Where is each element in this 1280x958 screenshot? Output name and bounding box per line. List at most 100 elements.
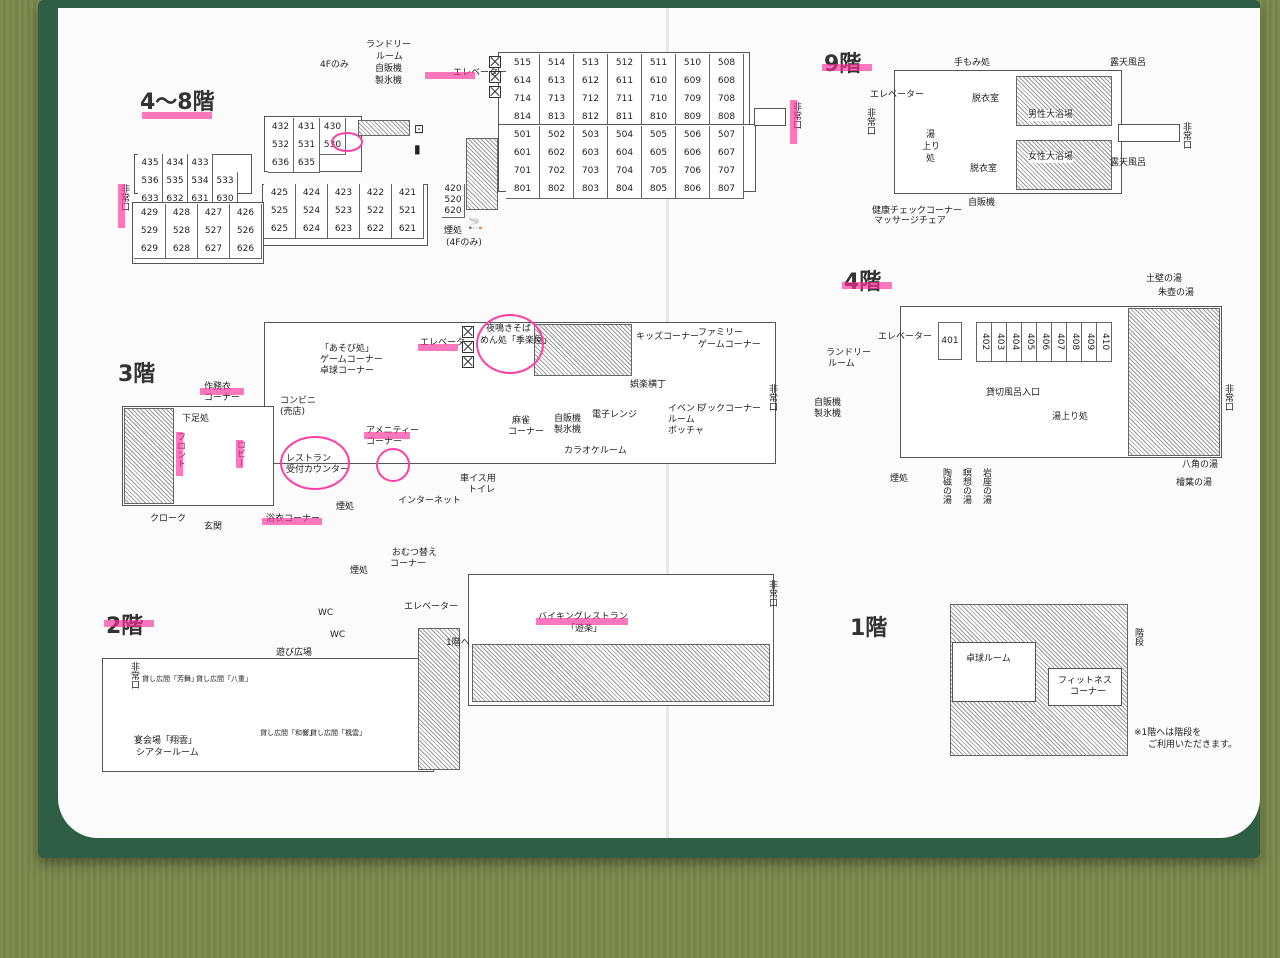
vending-label-4f: 自販機 [814,398,842,408]
room-yae-label: 貸し広間「八重」 [196,675,252,683]
room-535: 535 [163,172,188,191]
elevator-label-3f: エレベーター [420,338,475,348]
room-512: 512 [608,54,642,73]
yukata-highlight [262,518,322,525]
room-805: 805 [642,180,676,199]
smoking-note: (4Fのみ) [446,238,482,248]
corridor-hatch [466,138,498,210]
dressing-label-men: 脱衣室 [972,94,1000,104]
room-536: 536 [138,172,163,191]
banquet-label-2: シアタールーム [136,748,199,758]
room-807: 807 [710,180,744,199]
floor-3-title: 3階 [118,362,156,387]
pingpong-room-label: 卓球ルーム [966,654,1011,665]
bath-hatch-4f [1128,308,1220,456]
lobby-highlight [236,440,243,468]
room-625: 625 [264,220,296,239]
yuagari-1: 湯 [926,130,936,140]
diaper-label-1: おむつ替え [392,548,438,558]
exit-left-highlight [118,184,125,228]
conveni-label-1: コンビニ [280,396,317,406]
restaurant-hatch [472,644,770,702]
pingpong-label: 卓球コーナー [320,366,375,376]
room-713: 713 [540,90,574,109]
room-609: 609 [676,72,710,91]
massage-label: 手もみ処 [954,58,991,68]
fitness-label-1: フィットネス [1058,676,1112,687]
samue-label-2: コーナー [204,393,241,403]
amenity-label-2: コーナー [366,437,403,447]
cloak-label: クローク [150,514,187,524]
exit-label-2f-left: 非常口 [129,662,139,689]
samue-label-1: 作務衣 [204,382,232,392]
hakkaku-label: 八角の湯 [1182,460,1219,470]
room-407: 407 [1051,322,1067,362]
exit-label-9f-left: 非常口 [865,108,875,135]
marked-internet [376,448,410,482]
vending-label-3f-1: 自販機 [554,414,582,424]
room-513: 513 [574,54,608,73]
floor-2-highlight [104,620,154,627]
block-2f-left [102,658,434,772]
floor-4-8-title: 4～8階 [140,90,215,115]
room-529: 529 [134,222,166,241]
laundry-label-4f-1: ランドリー [826,348,872,358]
massage-chair-label: マッサージチェア [874,216,946,226]
exit-label-3f: 非常口 [767,384,777,411]
outdoor-bath-label: 露天風呂 [1110,58,1147,68]
room-434: 434 [163,154,188,173]
room-403: 403 [991,322,1007,362]
room-424: 424 [296,184,328,203]
room-501: 501 [506,126,540,145]
room-426: 426 [230,204,262,223]
ganza-label: 岩座の湯 [981,468,991,504]
karaoke-label: カラオケルーム [564,446,627,456]
yuagari-label-4f: 湯上り処 [1052,412,1089,422]
room-521: 521 [392,202,424,221]
room-410: 410 [1096,322,1112,362]
room-522: 522 [360,202,392,221]
exit-stair [754,108,786,126]
room-433: 433 [188,154,213,173]
shudsubo-label: 朱壺の湯 [1158,288,1195,298]
women-bath-label: 女性大浴場 [1028,152,1074,163]
room-611: 611 [608,72,642,91]
mahjong-label-2: コーナー [508,427,545,437]
room-622: 622 [360,220,392,239]
elevator-icon [462,326,474,338]
entrance-label: 玄関 [204,522,223,532]
room-610: 610 [642,72,676,91]
room-701: 701 [506,162,540,181]
room-507: 507 [710,126,744,145]
diaper-label-2: コーナー [390,559,427,569]
room-408: 408 [1066,322,1082,362]
pingpong-room [952,642,1036,702]
game-label: ゲームコーナー [320,355,383,365]
room-423: 423 [328,184,360,203]
elevator-label-4f: エレベーター [878,332,933,342]
elevator-label: エレベーター [453,68,508,78]
room-401-label: 401 [938,322,962,360]
floor-4-8-highlight [142,112,212,119]
room-514: 514 [540,54,574,73]
room-709: 709 [676,90,710,109]
floor-4-title: 4階 [844,264,881,296]
room-804: 804 [608,180,642,199]
buffet-label-1: バイキングレストラン [538,612,628,622]
room-531: 531 [294,136,320,155]
to1f-label: 1階へ [446,638,470,648]
marked-room-530 [331,132,363,152]
room-705: 705 [642,162,676,181]
amenity-highlight [364,432,410,439]
room-405: 405 [1021,322,1037,362]
room-532: 532 [268,136,294,155]
hinoki-label: 檜葉の湯 [1176,478,1213,488]
room-421: 421 [392,184,424,203]
stairs-hatch [358,120,410,136]
corridor-3f-hatch [534,324,632,376]
room-533: 533 [213,172,238,191]
room-515: 515 [506,54,540,73]
event-label-2: ルーム [668,415,695,425]
room-702: 702 [540,162,574,181]
note-label-2: ご利用いただきます。 [1148,740,1238,750]
